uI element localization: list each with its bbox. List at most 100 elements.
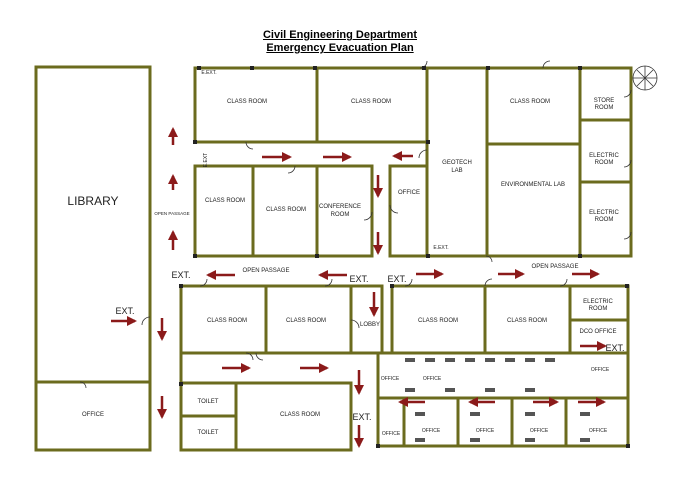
fire-extinguisher-icon bbox=[426, 140, 430, 144]
room-env-lab: ENVIRONMENTAL LAB bbox=[501, 182, 565, 188]
desk-icon bbox=[525, 388, 535, 392]
desk-icon bbox=[415, 412, 425, 416]
door-swing-icon bbox=[623, 159, 632, 168]
desk-icon bbox=[405, 388, 415, 392]
exit-label: EXT. bbox=[605, 343, 624, 353]
open-passage-label: OPEN PASSAGE bbox=[532, 264, 579, 270]
room-classroom: CLASS ROOM bbox=[507, 318, 547, 324]
door-swing-icon bbox=[363, 211, 373, 221]
fire-extinguisher-icon bbox=[250, 66, 254, 70]
desk-icon bbox=[470, 438, 480, 442]
room-library-office: OFFICE bbox=[82, 412, 104, 418]
door-swing-icon bbox=[623, 89, 632, 98]
door-swing-icon bbox=[485, 255, 493, 263]
fire-extinguisher-icon bbox=[422, 66, 426, 70]
fire-extinguisher-icon bbox=[486, 66, 490, 70]
open-passage-vertical-label: OPEN PASSAGE bbox=[154, 211, 189, 216]
room-classroom: CLASS ROOM bbox=[205, 198, 245, 204]
door-swing-icon bbox=[542, 60, 551, 69]
room-classroom: CLASS ROOM bbox=[207, 318, 247, 324]
fire-extinguisher-icon bbox=[578, 254, 582, 258]
fire-extinguisher-icon bbox=[390, 284, 394, 288]
door-swing-icon bbox=[199, 278, 208, 287]
desk-icon bbox=[415, 438, 425, 442]
desk-icon bbox=[505, 358, 515, 362]
room-classroom: CLASS ROOM bbox=[418, 318, 458, 324]
door-swing-icon bbox=[324, 278, 333, 287]
door-swing-icon bbox=[79, 381, 87, 389]
room-office: OFFICE bbox=[591, 367, 610, 373]
fire-extinguisher-icon bbox=[313, 66, 317, 70]
room-electric-line2: ROOM bbox=[595, 217, 614, 223]
room-electric-line1: ELECTRIC bbox=[589, 210, 619, 216]
walls bbox=[34, 65, 633, 452]
fire-extinguisher-icon bbox=[193, 140, 197, 144]
room-electric-line2: ROOM bbox=[595, 160, 614, 166]
desk-icon bbox=[580, 412, 590, 416]
fire-extinguisher-icon bbox=[179, 284, 183, 288]
exit-label: EXT. bbox=[171, 270, 190, 280]
fire-extinguisher-icon bbox=[179, 382, 183, 386]
room-electric-line1: ELECTRIC bbox=[589, 153, 619, 159]
extinguisher-label: E.EXT. bbox=[201, 70, 216, 76]
room-geotech-line1: GEOTECH bbox=[442, 160, 472, 166]
desk-icon bbox=[485, 388, 495, 392]
room-library: LIBRARY bbox=[67, 194, 118, 208]
plan-subtitle: Emergency Evacuation Plan bbox=[266, 42, 414, 54]
fire-extinguisher-icon bbox=[315, 254, 319, 258]
door-swing-icon bbox=[623, 231, 632, 240]
fire-extinguisher-icon bbox=[197, 66, 201, 70]
room-electric-line1: ELECTRIC bbox=[583, 299, 613, 305]
door-swing-icon bbox=[255, 352, 264, 361]
door-swing-icon bbox=[141, 316, 151, 326]
fire-extinguisher-icon bbox=[626, 444, 630, 448]
spiral-stair-icon bbox=[632, 65, 658, 91]
extinguishers bbox=[179, 66, 630, 448]
room-office: OFFICE bbox=[381, 376, 400, 382]
fire-extinguisher-icon bbox=[376, 444, 380, 448]
room-classroom: CLASS ROOM bbox=[227, 99, 267, 105]
desk-icon bbox=[465, 358, 475, 362]
door-swing-icon bbox=[245, 141, 254, 150]
desk-icon bbox=[525, 358, 535, 362]
room-labels: LIBRARY OFFICE CLASS ROOM CLASS ROOM CLA… bbox=[67, 98, 619, 437]
plan-title: Civil Engineering Department bbox=[262, 29, 418, 41]
desk-icon bbox=[485, 358, 495, 362]
room-toilet: TOILET bbox=[198, 430, 219, 436]
room-lobby: LOBBY bbox=[360, 322, 380, 328]
desk-icon bbox=[580, 438, 590, 442]
room-office: OFFICE bbox=[422, 428, 441, 434]
library-walls bbox=[34, 65, 152, 452]
room-conference-line2: ROOM bbox=[331, 212, 350, 218]
exit-label: EXT. bbox=[352, 412, 371, 422]
room-store-line2: ROOM bbox=[595, 105, 614, 111]
fire-extinguisher-icon bbox=[426, 254, 430, 258]
desk-icon bbox=[425, 358, 435, 362]
desk-icon bbox=[545, 358, 555, 362]
room-classroom: CLASS ROOM bbox=[510, 99, 550, 105]
room-classroom: CLASS ROOM bbox=[351, 99, 391, 105]
open-passage-label: OPEN PASSAGE bbox=[243, 268, 290, 274]
door-swing-icon bbox=[559, 278, 568, 287]
room-office: OFFICE bbox=[589, 428, 608, 434]
room-classroom: CLASS ROOM bbox=[266, 207, 306, 213]
room-classroom: CLASS ROOM bbox=[286, 318, 326, 324]
office-desks bbox=[405, 358, 590, 442]
exit-labels: EXT. EXT. EXT. EXT. EXT. EXT. E.EXT. E.E… bbox=[115, 70, 624, 422]
room-dco-office: DCO OFFICE bbox=[580, 329, 617, 335]
door-swing-icon bbox=[350, 319, 360, 329]
desk-icon bbox=[445, 358, 455, 362]
fire-extinguisher-icon bbox=[193, 254, 197, 258]
room-office: OFFICE bbox=[398, 190, 420, 196]
room-store-line1: STORE bbox=[594, 98, 615, 104]
exit-label: EXT. bbox=[115, 306, 134, 316]
extinguisher-label: E.EXT. bbox=[433, 245, 448, 251]
room-electric-line2: ROOM bbox=[589, 306, 608, 312]
room-office: OFFICE bbox=[382, 431, 401, 437]
room-conference-line1: CONFERENCE bbox=[319, 204, 361, 210]
desk-icon bbox=[445, 388, 455, 392]
door-swing-icon bbox=[484, 278, 493, 287]
desk-icon bbox=[525, 438, 535, 442]
door-swing-icon bbox=[287, 165, 296, 174]
